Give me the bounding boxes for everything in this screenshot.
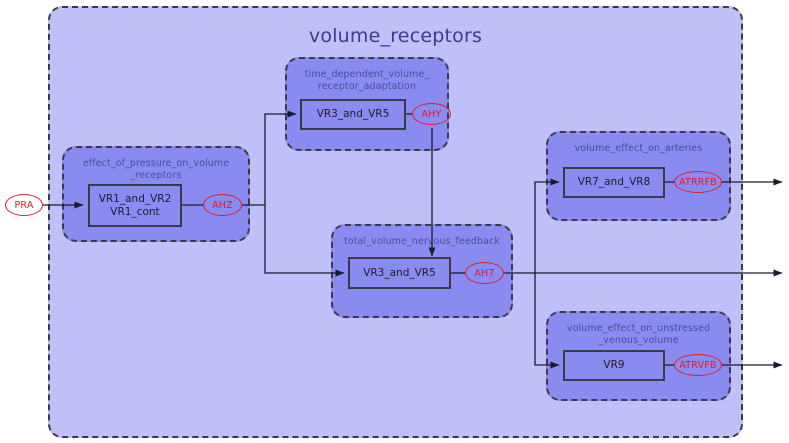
container-volume-effect-on-arteries-title: volume_effect_on_arteries bbox=[574, 143, 703, 154]
process-vr7-and-vr8[interactable]: VR7_and_VR8 bbox=[563, 167, 665, 198]
container-volume-receptors-title: volume_receptors bbox=[308, 25, 483, 47]
container-effect-of-pressure-on-volume-receptors-title: effect_of_pressure_on_volume _receptors bbox=[82, 158, 230, 181]
variable-pra[interactable]: PRA bbox=[5, 194, 43, 216]
process-vr3-and-vr5-feedback[interactable]: VR3_and_VR5 bbox=[348, 257, 451, 289]
variable-atrrfb[interactable]: ATRRFB bbox=[674, 171, 722, 193]
container-time-dependent-volume-receptor-adaptation-title: time_dependent_volume_ receptor_adaptati… bbox=[304, 69, 430, 92]
process-vr9[interactable]: VR9 bbox=[563, 350, 665, 381]
variable-ahz[interactable]: AHZ bbox=[203, 194, 242, 216]
container-total-volume-nervous-feedback-title: total_volume_nervous_feedback bbox=[344, 236, 500, 247]
variable-ahy[interactable]: AHY bbox=[412, 103, 451, 125]
process-vr1-and-vr2-vr1-cont[interactable]: VR1_and_VR2 VR1_cont bbox=[88, 184, 182, 227]
variable-atrvfb[interactable]: ATRVFB bbox=[674, 354, 722, 376]
container-volume-effect-on-unstressed-venous-volume-title: volume_effect_on_unstressed _venous_volu… bbox=[566, 323, 711, 346]
variable-ah7[interactable]: AH7 bbox=[465, 262, 504, 284]
process-vr3-and-vr5-adaptation[interactable]: VR3_and_VR5 bbox=[300, 99, 406, 130]
